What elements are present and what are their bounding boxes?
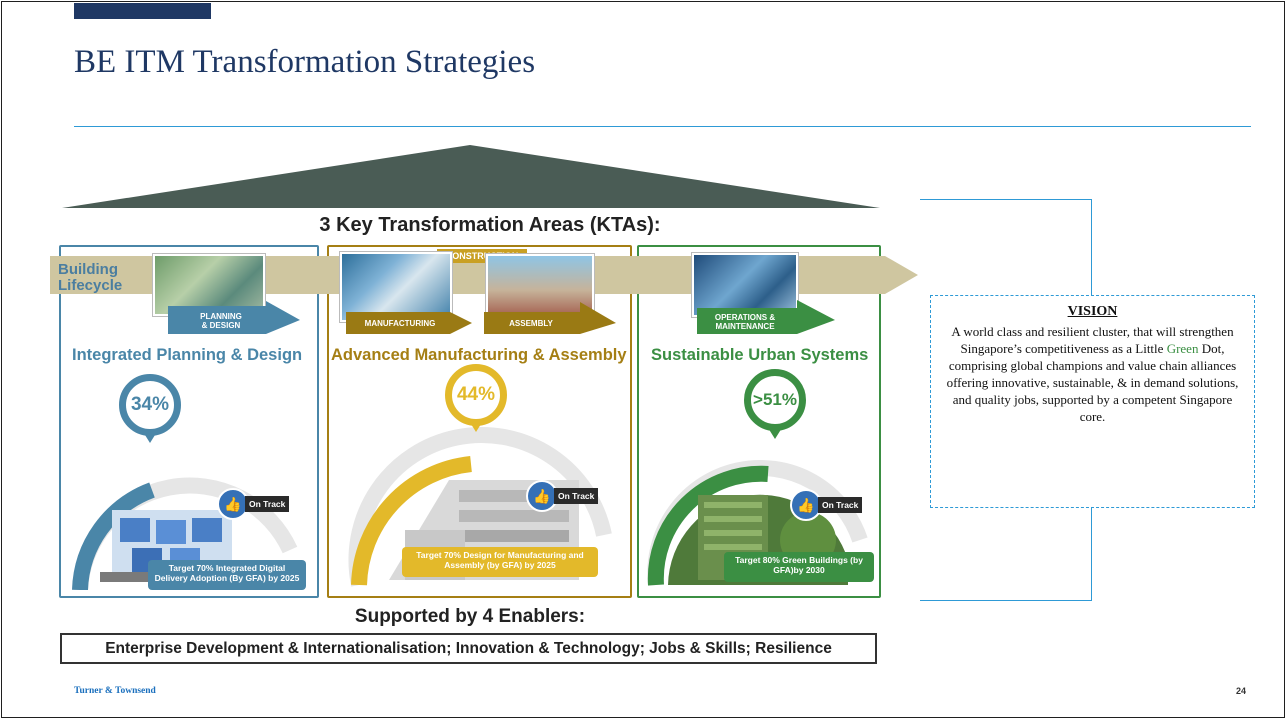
assembly-photo xyxy=(486,254,594,320)
urban-systems-target: Target 80% Green Buildings (by GFA)by 20… xyxy=(724,552,874,582)
urban-systems-heading: Sustainable Urban Systems xyxy=(651,346,869,364)
manufacturing-percent-pin: 44% xyxy=(445,364,507,426)
manufacturing-tag: MANUFACTURING xyxy=(364,319,436,328)
vision-title: VISION xyxy=(1067,304,1118,319)
urban-systems-status: 👍 On Track xyxy=(790,489,863,521)
lifecycle-label: Building Lifecycle xyxy=(58,261,123,294)
slide-title: BE ITM Transformation Strategies xyxy=(74,44,536,80)
planning-status: 👍 On Track xyxy=(217,488,290,520)
title-accent-bar xyxy=(74,3,211,19)
planning-status-label: On Track xyxy=(245,496,290,512)
vision-box: VISION A world class and resilient clust… xyxy=(930,295,1255,508)
manufacturing-heading: Advanced Manufacturing & Assembly xyxy=(331,346,627,364)
vision-text-part-2: Dot, comprising global champions and val… xyxy=(946,341,1239,424)
vision-text-green: Green xyxy=(1166,341,1199,356)
footer-brand: Turner & Townsend xyxy=(74,686,156,696)
manufacturing-assembly-tags xyxy=(346,302,616,334)
planning-tag-shape xyxy=(168,301,300,334)
roof-triangle xyxy=(62,145,880,208)
manufacturing-status: 👍 On Track xyxy=(526,480,599,512)
manufacturing-target: Target 70% Design for Manufacturing and … xyxy=(402,547,598,577)
assembly-tag: ASSEMBLY xyxy=(509,319,553,328)
planning-target: Target 70% Integrated Digital Delivery A… xyxy=(148,560,306,590)
enablers-heading: Supported by 4 Enablers: xyxy=(354,606,586,627)
planning-percent-pin: 34% xyxy=(119,374,181,436)
vision-text-part-1: A world class and resilient cluster, tha… xyxy=(951,324,1234,356)
operations-tag-shape xyxy=(697,300,835,334)
operations-tag: OPERATIONS & MAINTENANCE xyxy=(714,313,776,331)
kta-heading: 3 Key Transformation Areas (KTAs): xyxy=(319,214,661,236)
urban-systems-status-label: On Track xyxy=(818,497,863,513)
manufacturing-status-label: On Track xyxy=(554,488,599,504)
urban-systems-percent-pin: >51% xyxy=(744,369,806,431)
thumbs-up-icon: 👍 xyxy=(217,488,249,520)
enablers-box: Enterprise Development & Internationalis… xyxy=(60,633,877,664)
planning-tag: PLANNING & DESIGN xyxy=(200,312,242,330)
planning-photo xyxy=(153,254,265,316)
title-divider xyxy=(74,126,1251,127)
vision-text: A world class and resilient cluster, tha… xyxy=(941,323,1244,425)
thumbs-up-icon: 👍 xyxy=(790,489,822,521)
page-number: 24 xyxy=(1236,686,1247,696)
planning-heading: Integrated Planning & Design xyxy=(72,346,303,364)
